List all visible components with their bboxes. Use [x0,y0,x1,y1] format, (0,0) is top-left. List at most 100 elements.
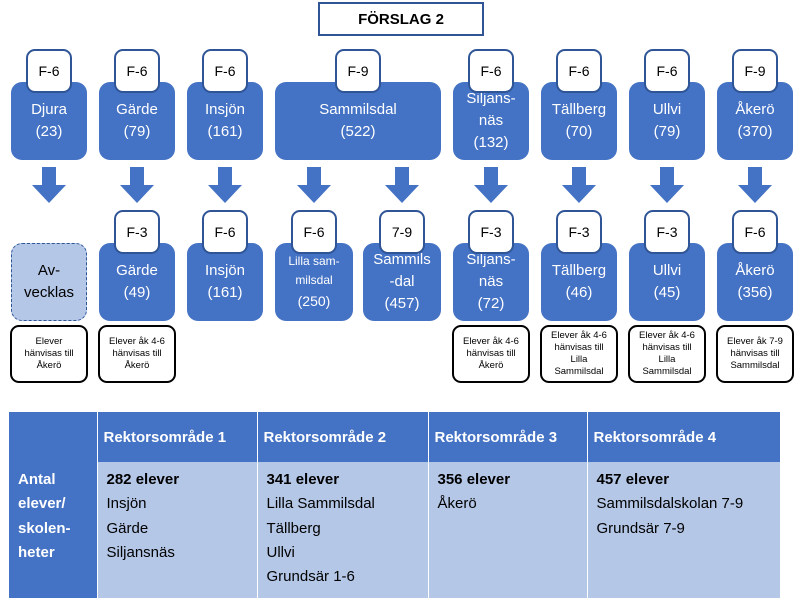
area-school: Lilla Sammilsdal [266,495,375,513]
school-box-djura: Djura (23) [11,82,87,160]
area-school: Siljansnäs [106,543,175,561]
school-count: (79) [653,123,681,140]
grade-tag: F-6 [114,49,160,93]
school-box-avvecklas: Av- vecklas [11,243,87,321]
school-name: Sammilsdal [319,101,397,119]
table-row: Antal elever/ skolen- heter 282 elever I… [9,462,781,598]
grade-tag: F-6 [468,49,514,93]
down-arrow-icon [562,167,596,203]
school-name: Tällberg [551,101,607,119]
school-count: (522) [340,123,376,140]
school-count: (70) [565,123,593,140]
school-box-siljansnas-new: Siljans- näs (72) [453,243,529,321]
school-name: Ullvi [652,101,682,119]
school-box-lilla-sammilsdal: Lilla sam- milsdal (250) [275,243,353,321]
area-count: 356 elever [437,471,511,488]
grade-tag: F-3 [468,210,514,254]
school-name: Tällberg [551,262,607,280]
table-header-row: Rektorsområde 1 Rektorsområde 2 Rektorso… [9,412,781,462]
school-count: (457) [384,294,420,312]
grade-tag: F-3 [556,210,602,254]
school-box-insjon-new: Insjön(161) [187,243,263,321]
school-box-ullvi-new: Ullvi (45) [629,243,705,321]
school-name: Djura [31,101,67,119]
school-count: (72) [477,294,505,312]
grade-tag: F-6 [556,49,602,93]
down-arrow-icon [650,167,684,203]
grade-tag: F-9 [732,49,778,93]
school-name: Insjön [204,262,246,280]
area-school: Tällberg [266,519,321,537]
school-name: Siljans- näs [466,90,516,130]
table-header-area-2: Rektorsområde 2 [257,412,429,462]
down-arrow-icon [738,167,772,203]
area-4-cell: 457 elever Sammilsdalskolan 7-9 Grundsär… [587,462,781,598]
grade-tag: F-6 [644,49,690,93]
area-count: 282 elever [106,471,180,488]
area-2-cell: 341 elever Lilla Sammilsdal Tällberg Ull… [257,462,429,598]
grade-tag: 7-9 [379,210,425,254]
area-count: 341 elever [266,471,340,488]
area-1-cell: 282 elever Insjön Gärde Siljansnäs [97,462,258,598]
diagram-title: FÖRSLAG 2 [318,2,484,36]
table-header-area-3: Rektorsområde 3 [428,412,588,462]
school-box-tallberg: Tällberg (70) [541,82,617,160]
grade-tag: F-6 [202,49,248,93]
area-3-cell: 356 elever Åkerö [428,462,588,598]
school-name: Åkerö [735,101,775,119]
down-arrow-icon [32,167,66,203]
row-header: Antal elever/ skolen- heter [9,462,98,598]
school-name: Siljans- näs [466,251,516,291]
down-arrow-icon [474,167,508,203]
grade-tag: F-6 [732,210,778,254]
down-arrow-icon [120,167,154,203]
grade-tag: F-9 [335,49,381,93]
school-count: (161) [207,123,243,140]
school-count: (45) [653,284,681,301]
rektorsomrade-table: Rektorsområde 1 Rektorsområde 2 Rektorso… [9,412,781,598]
area-school: Ullvi [266,543,295,561]
area-school: Åkerö [437,495,477,513]
school-box-tallberg-new: Tällberg(46) [541,243,617,321]
school-count: (23) [35,123,63,140]
table-header-area-1: Rektorsområde 1 [97,412,258,462]
school-box-akero-new: Åkerö (356) [717,243,793,321]
school-box-sammilsdal: Sammilsdal (522) [275,82,441,160]
school-count: (356) [737,284,773,301]
grade-tag: F-6 [26,49,72,93]
area-school: Grundsär 1-6 [266,568,355,586]
area-school: Gärde [106,519,149,537]
school-box-insjon: Insjön (161) [187,82,263,160]
area-school: Insjön [106,495,147,513]
school-box-akero: Åkerö(370) [717,82,793,160]
note-tallberg: Elever åk 4-6 hänvisas till Lilla Sammil… [540,325,618,383]
area-school: Sammilsdalskolan 7-9 [596,495,744,513]
school-name: Åkerö [735,262,775,280]
school-box-siljansnas: Siljans- näs (132) [453,82,529,160]
table-header-empty [9,412,98,462]
area-school: Grundsär 7-9 [596,519,685,537]
school-name: Gärde [116,262,158,280]
school-name: Gärde [116,101,158,119]
school-count: (132) [473,133,509,151]
school-name: Ullvi [652,262,682,280]
note-siljansnas: Elever åk 4-6 hänvisas till Åkerö [452,325,530,383]
school-name: Lilla sam- milsdal [288,253,340,287]
school-name: Sammils -dal [373,251,431,291]
grade-tag: F-3 [114,210,160,254]
down-arrow-icon [208,167,242,203]
note-ullvi: Elever åk 4-6 hänvisas till Lilla Sammil… [628,325,706,383]
grade-tag: F-6 [202,210,248,254]
area-count: 457 elever [596,471,670,488]
school-count: (250) [297,292,331,309]
note-akero: Elever åk 7-9 hänvisas till Sammilsdal [716,325,794,383]
school-count: (79) [123,123,151,140]
note-djura: Elever hänvisas till Åkerö [10,325,88,383]
grade-tag: F-6 [291,210,337,254]
down-arrow-icon [297,167,331,203]
school-name: Insjön [204,101,246,119]
school-box-sammilsdal-new: Sammils -dal (457) [363,243,441,321]
table-header-area-4: Rektorsområde 4 [587,412,781,462]
row-header-label: Antal elever/ skolen- heter [18,471,71,561]
note-garde: Elever åk 4-6 hänvisas till Åkerö [98,325,176,383]
